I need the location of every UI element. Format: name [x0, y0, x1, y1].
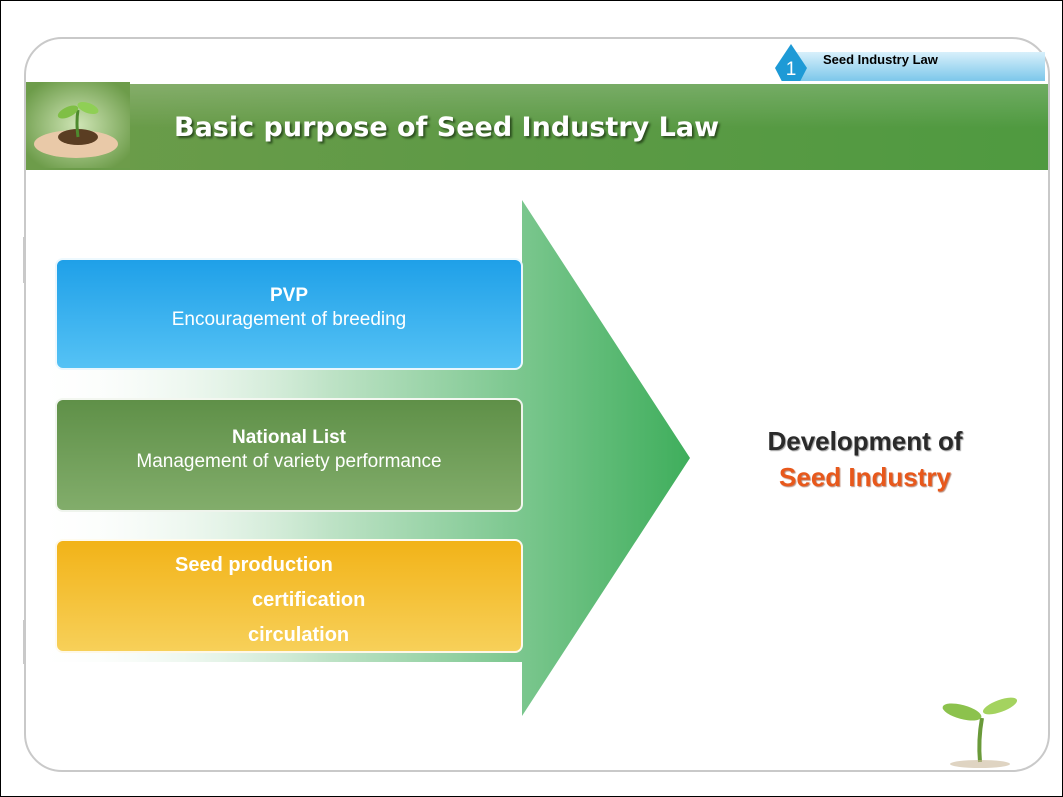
- pvp-box: PVP Encouragement of breeding: [55, 258, 523, 370]
- result-line-2: Seed Industry: [779, 462, 951, 492]
- seed-production-line-1: Seed production: [175, 554, 333, 576]
- section-number: 1: [785, 59, 797, 80]
- pvp-title: PVP: [269, 285, 309, 306]
- seed-production-line-3: circulation: [248, 624, 350, 646]
- seed-production-box: Seed production certification circulatio…: [55, 539, 523, 653]
- slide-edge-accent: [23, 620, 26, 664]
- slide-edge-accent: [23, 237, 26, 283]
- national-list-subtitle: Management of variety performance: [136, 451, 442, 472]
- title-bar: [26, 84, 1048, 170]
- result-text: Development of Seed Industry: [700, 423, 1030, 495]
- national-list-box: National List Management of variety perf…: [55, 398, 523, 512]
- pvp-subtitle: Encouragement of breeding: [171, 309, 407, 330]
- hands-seedling-icon: [26, 82, 130, 168]
- national-list-title: National List: [231, 427, 346, 448]
- section-tab: [775, 44, 1045, 81]
- sprout-icon: [942, 697, 1018, 768]
- result-line-1: Development of: [767, 426, 963, 456]
- section-number-diamond-icon: [775, 44, 807, 81]
- section-tab-label: Seed Industry Law: [823, 52, 938, 67]
- seed-production-line-2: certification: [252, 589, 366, 611]
- slide-title: Basic purpose of Seed Industry Law: [174, 112, 720, 143]
